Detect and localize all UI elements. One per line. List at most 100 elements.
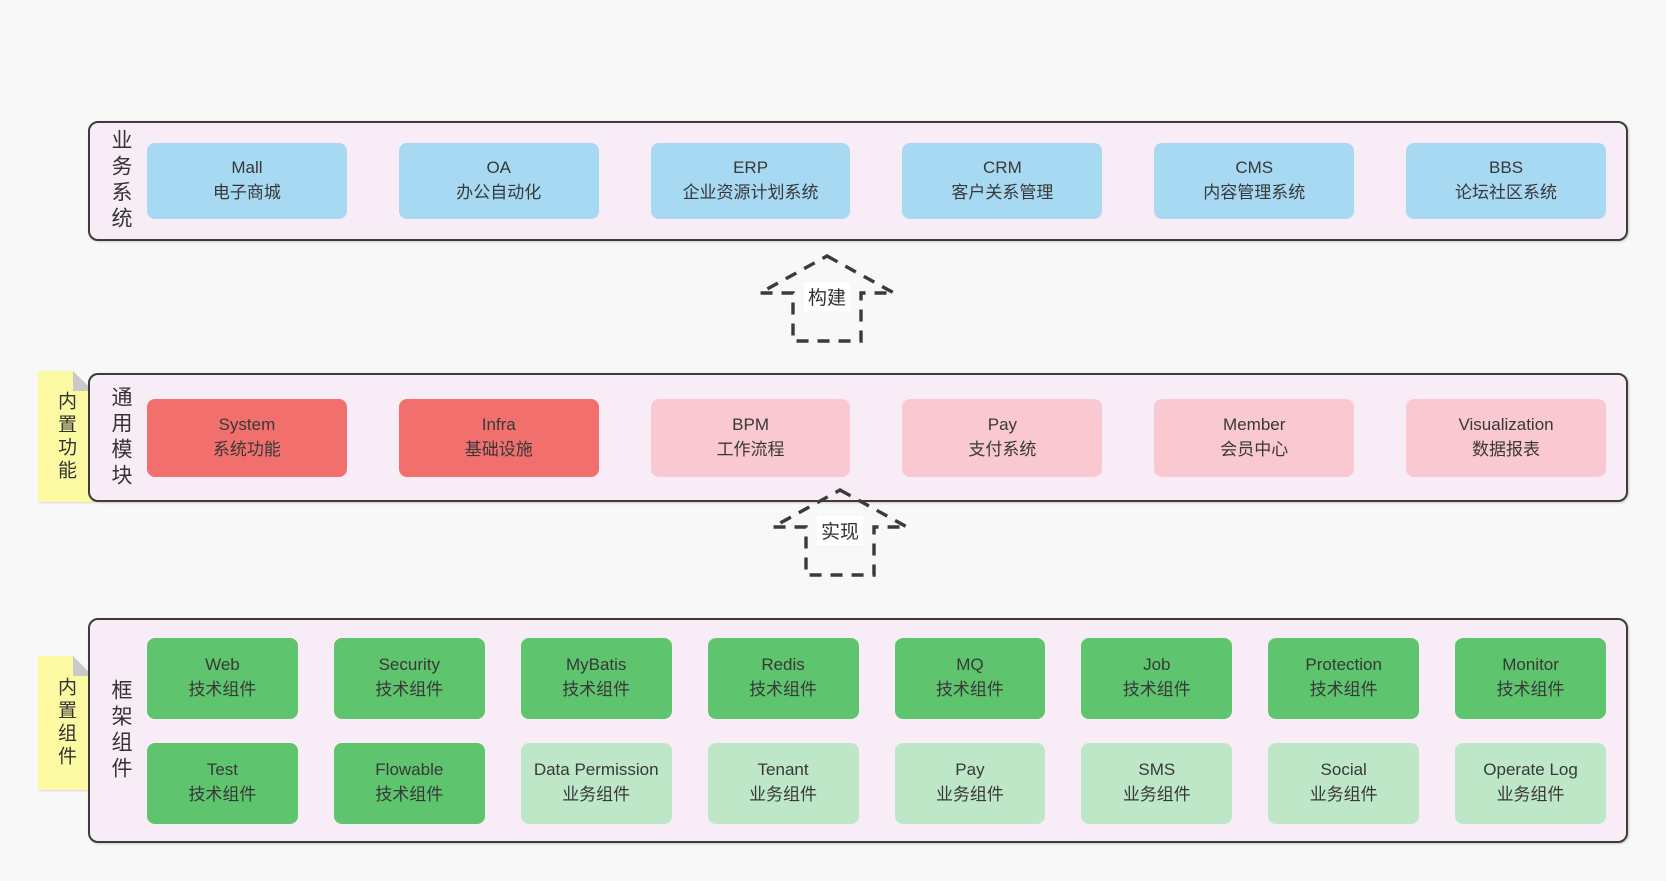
box-security: Security 技术组件	[333, 637, 485, 719]
sticky-label: 内置功能	[55, 390, 76, 483]
box-erp: ERP 企业资源计划系统	[650, 143, 851, 219]
box-title: Redis	[761, 655, 805, 675]
dashed-up-arrow-icon	[759, 254, 895, 343]
box-title: Visualization	[1458, 414, 1554, 434]
box-title: BBS	[1489, 158, 1524, 178]
implement-arrow-label: 实现	[816, 516, 864, 545]
box-title: ERP	[733, 158, 769, 178]
box-sms: SMS 业务组件	[1081, 742, 1233, 824]
box-monitor: Monitor 技术组件	[1455, 637, 1606, 719]
box-mq: MQ 技术组件	[894, 637, 1046, 719]
box-subtitle: 业务组件	[749, 785, 818, 804]
box-title: CRM	[983, 158, 1022, 178]
box-title: MQ	[956, 655, 984, 675]
box-title: Member	[1223, 414, 1286, 434]
box-data-permission: Data Permission 业务组件	[520, 742, 672, 824]
box-subtitle: 电子商城	[212, 183, 281, 202]
box-subtitle: 技术组件	[1122, 680, 1191, 699]
box-job: Job 技术组件	[1081, 637, 1233, 719]
section-business-label: 业务系统	[109, 129, 132, 233]
box-subtitle: 技术组件	[188, 785, 257, 804]
box-subtitle: 技术组件	[375, 680, 444, 699]
box-title: SMS	[1138, 760, 1176, 780]
box-subtitle: 论坛社区系统	[1455, 183, 1558, 202]
box-title: Monitor	[1502, 655, 1559, 675]
box-subtitle: 系统功能	[212, 439, 281, 459]
box-title: Pay	[955, 760, 985, 780]
build-arrow: 构建	[757, 253, 897, 345]
box-subtitle: 技术组件	[1496, 680, 1565, 699]
box-subtitle: 业务组件	[562, 785, 631, 804]
section-common-modules: 通用模块 System 系统功能 Infra 基础设施 BPM 工作流程 Pay…	[88, 373, 1628, 502]
box-test: Test 技术组件	[147, 742, 298, 824]
box-subtitle: 企业资源计划系统	[682, 183, 819, 202]
box-title: Test	[206, 760, 239, 780]
box-flowable: Flowable 技术组件	[333, 742, 485, 824]
box-mall: Mall 电子商城	[147, 143, 347, 219]
box-subtitle: 会员中心	[1220, 439, 1289, 459]
box-subtitle: 工作流程	[716, 439, 785, 459]
sticky-note-builtin-components: 内置组件	[38, 656, 93, 790]
box-subtitle: 支付系统	[968, 439, 1037, 459]
box-web: Web 技术组件	[147, 637, 298, 719]
box-title: Protection	[1305, 655, 1382, 675]
box-subtitle: 基础设施	[464, 439, 533, 459]
box-subtitle: 业务组件	[1496, 785, 1565, 804]
box-subtitle: 业务组件	[1309, 785, 1378, 804]
box-subtitle: 办公自动化	[456, 183, 542, 202]
box-tenant: Tenant 业务组件	[707, 742, 859, 824]
dashed-up-arrow-icon	[772, 488, 908, 577]
box-cms: CMS 内容管理系统	[1154, 143, 1355, 219]
build-arrow-label: 构建	[803, 282, 851, 311]
box-social: Social 业务组件	[1268, 742, 1420, 824]
box-operate-log: Operate Log 业务组件	[1455, 742, 1606, 824]
box-title: MyBatis	[565, 655, 627, 675]
box-title: Infra	[481, 414, 516, 434]
sticky-note-builtin-features: 内置功能	[38, 371, 93, 502]
box-title: Pay	[987, 414, 1018, 434]
box-title: Tenant	[757, 760, 809, 780]
box-title: Security	[378, 655, 441, 675]
box-oa: OA 办公自动化	[398, 143, 599, 219]
box-subtitle: 技术组件	[935, 680, 1004, 699]
box-mybatis: MyBatis 技术组件	[520, 637, 672, 719]
section-components-label: 框架组件	[109, 678, 132, 783]
box-subtitle: 技术组件	[1309, 680, 1378, 699]
box-title: Flowable	[375, 760, 444, 780]
box-crm: CRM 客户关系管理	[902, 143, 1103, 219]
box-bbs: BBS 论坛社区系统	[1406, 143, 1606, 219]
box-title: Operate Log	[1483, 760, 1578, 780]
box-subtitle: 技术组件	[749, 680, 818, 699]
box-title: Mall	[231, 158, 263, 178]
box-visualization: Visualization 数据报表	[1406, 398, 1606, 477]
box-title: CMS	[1235, 158, 1274, 178]
box-protection: Protection 技术组件	[1268, 637, 1420, 719]
box-subtitle: 技术组件	[375, 785, 444, 804]
box-pay: Pay 支付系统	[902, 398, 1103, 477]
box-subtitle: 技术组件	[562, 680, 631, 699]
implement-arrow: 实现	[770, 487, 910, 579]
box-title: OA	[486, 158, 512, 178]
sticky-label: 内置组件	[55, 677, 76, 769]
box-title: Web	[205, 655, 240, 675]
box-title: Data Permission	[533, 760, 659, 780]
box-redis: Redis 技术组件	[707, 637, 859, 719]
box-bpm: BPM 工作流程	[650, 398, 851, 477]
section-business-systems: 业务系统 Mall 电子商城 OA 办公自动化 ERP 企业资源计划系统 CRM…	[88, 121, 1628, 241]
box-pay-biz: Pay 业务组件	[894, 742, 1046, 824]
box-infra: Infra 基础设施	[398, 398, 599, 477]
box-title: Job	[1143, 655, 1171, 675]
box-subtitle: 技术组件	[188, 680, 257, 699]
box-title: BPM	[732, 414, 769, 434]
box-subtitle: 数据报表	[1472, 439, 1541, 459]
box-member: Member 会员中心	[1154, 398, 1355, 477]
box-subtitle: 业务组件	[1122, 785, 1191, 804]
box-title: System	[218, 414, 276, 434]
section-modules-label: 通用模块	[109, 385, 132, 490]
box-subtitle: 业务组件	[935, 785, 1004, 804]
box-title: Social	[1320, 760, 1367, 780]
section-framework-components: 框架组件 Web 技术组件 Security 技术组件 MyBatis 技术组件…	[88, 618, 1628, 843]
box-system: System 系统功能	[147, 398, 347, 477]
box-subtitle: 客户关系管理	[951, 183, 1054, 202]
